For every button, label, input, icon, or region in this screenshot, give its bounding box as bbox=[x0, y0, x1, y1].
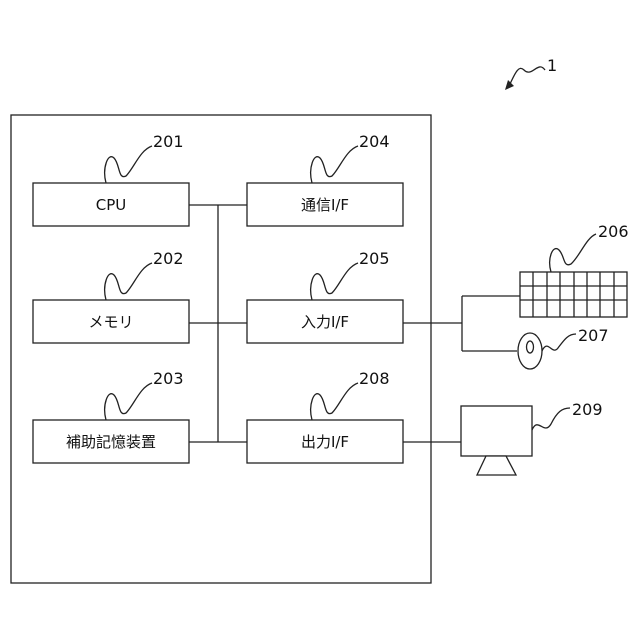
comm-if-ref: 204 bbox=[359, 132, 390, 151]
keyboard-leader bbox=[550, 234, 596, 272]
memory-label: メモリ bbox=[88, 313, 133, 331]
input-if-ref: 205 bbox=[359, 249, 390, 268]
mouse-leader bbox=[542, 334, 576, 351]
keyboard-ref: 206 bbox=[598, 222, 629, 241]
storage-ref: 203 bbox=[153, 369, 184, 388]
mouse-icon: 207 bbox=[518, 326, 609, 369]
memory-ref: 202 bbox=[153, 249, 184, 268]
output-if-label: 出力I/F bbox=[301, 433, 349, 451]
input-if-label: 入力I/F bbox=[301, 313, 349, 331]
output-if-ref: 208 bbox=[359, 369, 390, 388]
cpu-label: CPU bbox=[96, 196, 127, 214]
arrow-head-icon bbox=[505, 80, 514, 90]
system-reference: 1 bbox=[505, 56, 557, 90]
comm-if-label: 通信I/F bbox=[301, 196, 349, 214]
monitor-leader bbox=[532, 408, 570, 430]
mouse-ref: 207 bbox=[578, 326, 609, 345]
system-ref-label: 1 bbox=[547, 56, 557, 75]
monitor-ref: 209 bbox=[572, 400, 603, 419]
system-leader-squiggle bbox=[509, 67, 545, 86]
storage-label: 補助記憶装置 bbox=[66, 433, 156, 451]
keyboard-icon: 206 bbox=[520, 222, 629, 317]
monitor-icon: 209 bbox=[461, 400, 603, 475]
cpu-ref: 201 bbox=[153, 132, 184, 151]
